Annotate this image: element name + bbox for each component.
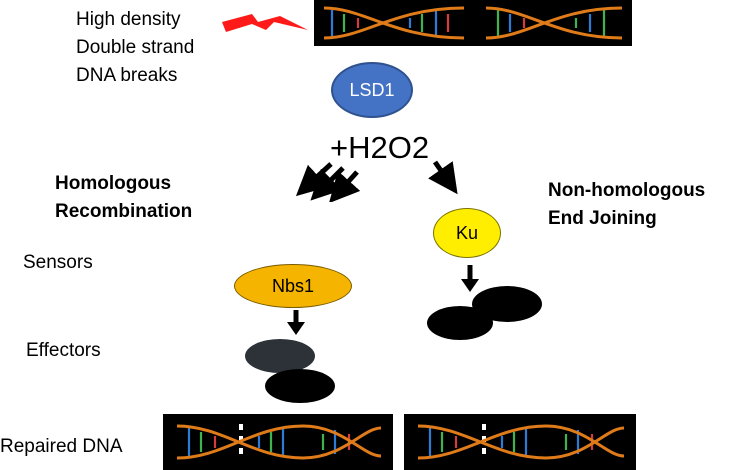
hr-title-line1: Homologous <box>55 173 172 194</box>
pathway-arrows <box>295 160 458 202</box>
ku-node: Ku <box>433 208 501 258</box>
damage-label-line1: High density <box>76 9 181 30</box>
nhej-effector-2 <box>472 286 542 322</box>
h2o2-label: +H2O2 <box>330 130 430 165</box>
nhej-title-line1: Non-homologous <box>548 180 706 201</box>
dna-helix-icon <box>176 424 382 460</box>
effectors-label: Effectors <box>26 340 101 361</box>
arrow-right <box>428 160 458 195</box>
dna-helix-icon <box>417 424 625 460</box>
hr-effector-2 <box>265 369 335 403</box>
lsd1-node: LSD1 <box>331 62 413 118</box>
nbs1-node: Nbs1 <box>234 264 352 308</box>
lightning-icon <box>222 14 308 32</box>
damage-label-line3: DNA breaks <box>76 65 178 86</box>
ku-arrow <box>461 265 479 292</box>
hr-effector-1 <box>245 339 315 373</box>
repaired-dna-nhej-image <box>404 414 636 470</box>
nhej-title-line2: End Joining <box>548 208 657 229</box>
nbs1-arrow <box>287 310 305 335</box>
repaired-dna-hr-image <box>163 414 393 470</box>
arrow-left-3 <box>328 170 361 202</box>
repaired-dna-label: Repaired DNA <box>0 436 123 457</box>
sensors-label: Sensors <box>23 252 93 273</box>
dna-helix-broken-icon <box>323 6 623 40</box>
damaged-dna-image <box>314 0 632 46</box>
hr-title-line2: Recombination <box>55 201 193 222</box>
damage-label-line2: Double strand <box>76 37 195 58</box>
